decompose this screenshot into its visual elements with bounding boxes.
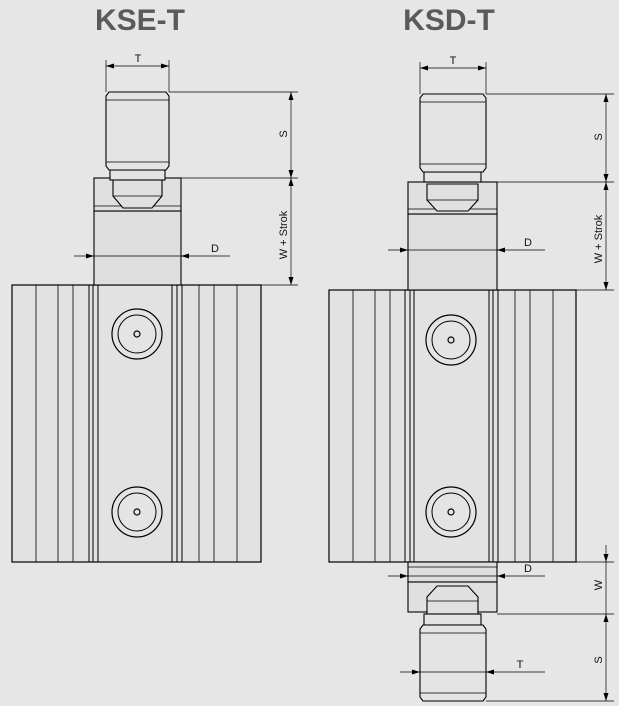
cylinder-kse-t: T S W + Strok D	[11, 53, 298, 563]
dim-d-bottom-right: D	[388, 563, 545, 579]
dim-t-bottom-right: T	[400, 659, 545, 675]
piston-rod-top-right	[407, 93, 498, 291]
dim-label-t-bottom-right: T	[517, 659, 524, 671]
dim-w-strok-left: W + Strok	[261, 178, 298, 286]
cylinder-ksd-t: T S W + Strok D D	[328, 55, 614, 702]
dim-s-bottom-right: S	[486, 614, 614, 702]
dim-label-d-bottom-right: D	[524, 563, 532, 575]
dim-t-left: T	[105, 53, 170, 92]
title-ksd-t: KSD-T	[403, 4, 495, 37]
dim-w-bottom-right: W	[497, 545, 614, 622]
title-kse-t: KSE-T	[95, 4, 185, 37]
dim-label-w-strok-left: W + Strok	[278, 210, 290, 259]
dim-label-d-left: D	[211, 243, 219, 255]
dim-t-top-right: T	[419, 55, 487, 94]
dim-label-d-top-right: D	[524, 237, 532, 249]
piston-rod-bottom-right	[407, 561, 498, 702]
dim-label-w-strok-top-right: W + Strok	[593, 214, 605, 263]
air-port-bottom-right	[425, 486, 477, 538]
dim-d-top-right: D	[388, 237, 545, 253]
dim-label-s-bottom-right: S	[593, 656, 605, 663]
dim-label-s-left: S	[278, 130, 290, 137]
dim-s-left: S	[169, 91, 298, 179]
dim-label-w-bottom-right: W	[593, 579, 605, 590]
dim-s-top-right: S	[486, 93, 614, 183]
air-port-top-left	[111, 308, 163, 360]
air-port-top-right	[425, 314, 477, 366]
dim-label-t-top-right: T	[450, 55, 457, 67]
dim-label-t-left: T	[135, 53, 142, 65]
dim-d-left: D	[74, 243, 230, 259]
dim-w-strok-top-right: W + Strok	[576, 182, 614, 291]
piston-rod-left	[93, 91, 182, 286]
air-port-bottom-left	[111, 486, 163, 538]
dim-label-s-top-right: S	[593, 133, 605, 140]
